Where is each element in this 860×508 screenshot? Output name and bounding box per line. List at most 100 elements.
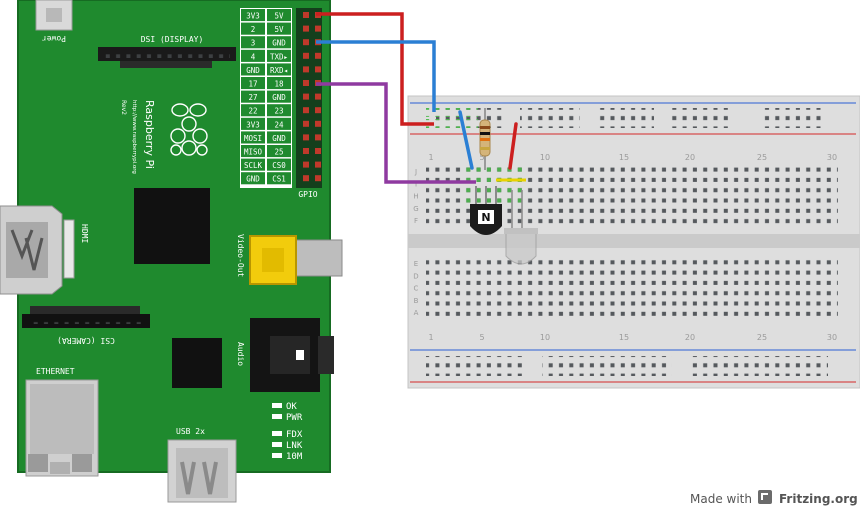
gpio-cell	[267, 145, 291, 158]
led-fdx-label: FDX	[286, 430, 303, 440]
led-component	[504, 190, 538, 265]
column-number: 10	[540, 153, 550, 162]
gpio-pin	[315, 107, 321, 114]
gpio-pin	[315, 93, 321, 100]
gpio-pin-label: 17	[248, 80, 257, 89]
led-10m-label: 10M	[286, 452, 303, 462]
column-number: 15	[619, 333, 629, 342]
rail-holes	[688, 356, 828, 376]
gpio-pin-label: TXD▸	[270, 52, 288, 61]
fritzing-logo-icon	[758, 490, 772, 504]
row-letter: H	[413, 193, 418, 201]
center-channel	[408, 234, 860, 248]
video-out-label: Video-Out	[236, 234, 245, 278]
gpio-pin-label: 2	[251, 25, 256, 34]
row-letter: B	[414, 297, 419, 305]
fritzing-footer: Made with Fritzing.org	[690, 490, 858, 506]
row-letter: G	[413, 205, 418, 213]
gpio-pin	[315, 175, 321, 182]
column-number: 30	[827, 153, 837, 162]
gpio-pin-label: MOSI	[244, 134, 262, 143]
gpio-cell	[267, 77, 291, 90]
video-out-connector: Video-Out	[236, 234, 343, 285]
dsi-label: DSI (DISPLAY)	[141, 35, 204, 44]
gpio-cell	[267, 158, 291, 171]
gpio-cell	[267, 22, 291, 35]
gpio-pin-label: 27	[248, 93, 257, 102]
gpio-cell	[241, 145, 265, 158]
raspberry-pi-board: Power DSI (DISPLAY) Raspberry Pi http://…	[0, 0, 343, 503]
gpio-pin-label: 3V3	[246, 12, 260, 21]
gpio-pin	[303, 66, 309, 73]
column-number: 10	[540, 333, 550, 342]
column-number: 5	[479, 153, 484, 162]
audio-connector: Audio	[236, 318, 334, 392]
gpio-cell	[267, 104, 291, 117]
gpio-pin-label: GND	[272, 39, 286, 48]
gpio-pin-label: 4	[251, 52, 256, 61]
row-letter: D	[413, 272, 418, 280]
transistor-mark: N	[481, 211, 490, 224]
gpio-cell	[267, 117, 291, 130]
gpio-pin-label: 3V3	[246, 120, 260, 129]
gpio-pin	[303, 80, 309, 86]
usb-connector: USB 2x	[167, 427, 237, 503]
power-label: Power	[42, 34, 66, 43]
gpio-pin	[303, 175, 309, 182]
gpio-pin-label: CS0	[272, 161, 286, 170]
gpio-pin-label: GND	[272, 93, 286, 102]
gpio-pin-label: GND	[246, 175, 260, 184]
rail-holes	[426, 356, 526, 376]
gpio-pin	[303, 120, 309, 127]
column-number: 20	[685, 333, 695, 342]
gpio-pin	[303, 52, 309, 59]
power-connector: Power	[35, 0, 73, 43]
gpio-pin	[315, 66, 321, 73]
column-number: 15	[619, 153, 629, 162]
rail-holes	[762, 108, 824, 128]
gpio-cell	[241, 63, 265, 76]
gpio-pin	[315, 161, 321, 168]
blue-jumper	[458, 110, 474, 170]
gpio-cell	[267, 63, 291, 76]
gpio-label: GPIO	[298, 190, 317, 199]
gpio-pin	[315, 120, 321, 127]
power-wire	[316, 12, 434, 126]
cpu-chip	[134, 188, 210, 264]
gpio-pin-label: 22	[248, 107, 257, 116]
led-pwr-label: PWR	[286, 413, 303, 423]
gpio-pin-label: GND	[272, 134, 286, 143]
column-number: 20	[685, 153, 695, 162]
csi-label: CSI (CAMERA)	[57, 336, 115, 345]
rail-holes	[520, 108, 580, 128]
red-jumper	[508, 122, 518, 170]
gpio-pin-label: 5V	[274, 25, 284, 34]
row-letter: A	[414, 309, 419, 317]
gpio-pin	[303, 93, 309, 100]
row-letter: F	[414, 217, 418, 225]
led-lnk-label: LNK	[286, 441, 303, 451]
led-ok-label: OK	[286, 402, 297, 412]
row-letter: C	[414, 285, 419, 293]
url-label: http://www.raspberrypi.org	[131, 100, 137, 174]
gpio-pin	[303, 39, 309, 46]
gpio-pin-label: 24	[274, 120, 284, 129]
made-with-text: Made with	[690, 492, 752, 506]
gpio-pin	[303, 12, 309, 18]
gpio-cell	[267, 90, 291, 103]
gpio-pin	[315, 25, 321, 32]
csi-connector: CSI (CAMERA)	[22, 306, 150, 345]
fritzing-brand: Fritzing.org	[779, 492, 858, 506]
audio-label: Audio	[236, 342, 245, 366]
row-letter: J	[414, 168, 417, 176]
raspberry-logo	[170, 103, 208, 156]
gpio-pin	[303, 25, 309, 32]
gpio-pin-label: RXD◂	[270, 66, 288, 75]
gpio-pin-label: MISO	[244, 148, 263, 157]
gpio-cell	[241, 172, 265, 185]
column-number: 1	[428, 153, 433, 162]
